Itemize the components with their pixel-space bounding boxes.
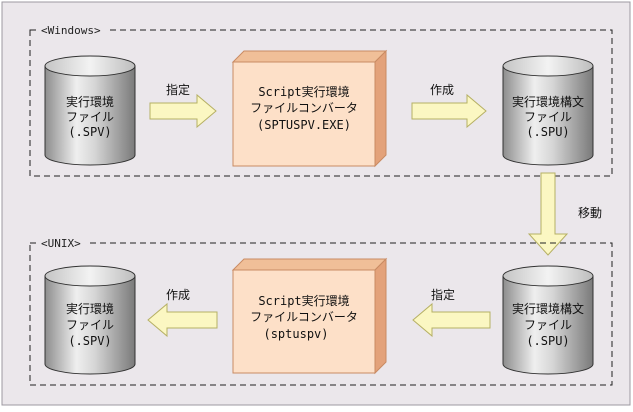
windows-specify-label: 指定 — [166, 82, 190, 97]
windows-source-file-line-3: (.SPV) — [68, 125, 111, 139]
unix-source-file-line-1: 実行環境構文 — [512, 301, 584, 316]
unix-converter-line-1: Script実行環境 — [258, 293, 349, 308]
windows-group-label: <Windows> — [41, 24, 101, 37]
windows-target-file-line-3: (.SPU) — [526, 125, 569, 139]
3d-box-icon — [231, 49, 388, 168]
cylinder-icon — [502, 55, 594, 166]
unix-specify-label: 指定 — [431, 287, 455, 302]
windows-create-label: 作成 — [430, 83, 454, 97]
cylinder-icon — [44, 265, 136, 375]
unix-group-border — [29, 242, 613, 386]
unix-source-file-line-3: (.SPU) — [526, 334, 569, 348]
unix-target-file-line-1: 実行環境 — [66, 301, 114, 316]
unix-target-file-line-3: (.SPV) — [68, 334, 111, 348]
windows-label-bg — [38, 23, 108, 37]
windows-converter-line-1: Script実行環境 — [258, 84, 349, 99]
windows-group: <Windows> 実行環境 ファイル (.SPV) 指定 Script実行環境… — [29, 23, 613, 177]
windows-source-file-line-1: 実行環境 — [66, 94, 114, 109]
right-arrow-icon — [149, 93, 217, 129]
cylinder-icon — [502, 265, 594, 375]
left-arrow-icon — [147, 302, 218, 338]
transfer-label: 移動 — [578, 206, 602, 220]
cylinder-icon — [44, 55, 136, 166]
unix-target-file-line-2: ファイル — [66, 318, 114, 332]
unix-converter-line-3: (sptuspv) — [263, 327, 328, 341]
unix-group: <UNIX> 実行環境構文 ファイル (.SPU) 指定 Script実行環境 … — [29, 236, 613, 386]
unix-create-label: 作成 — [166, 288, 190, 302]
unix-converter-line-2: ファイルコンバータ — [250, 310, 358, 324]
windows-converter-line-2: ファイルコンバータ — [250, 101, 358, 115]
3d-box-icon — [231, 257, 388, 375]
unix-source-file-line-2: ファイル — [524, 318, 572, 332]
windows-target-file-line-2: ファイル — [524, 110, 572, 124]
unix-group-label: <UNIX> — [41, 237, 81, 250]
windows-target-file-line-1: 実行環境構文 — [512, 94, 584, 109]
left-arrow-icon — [412, 302, 491, 338]
windows-converter-line-3: (SPTUSPV.EXE) — [257, 118, 351, 132]
windows-source-file-line-2: ファイル — [66, 110, 114, 124]
right-arrow-icon — [411, 93, 487, 129]
down-arrow-icon — [527, 172, 569, 256]
unix-label-bg — [38, 236, 88, 250]
windows-group-border — [29, 29, 613, 177]
